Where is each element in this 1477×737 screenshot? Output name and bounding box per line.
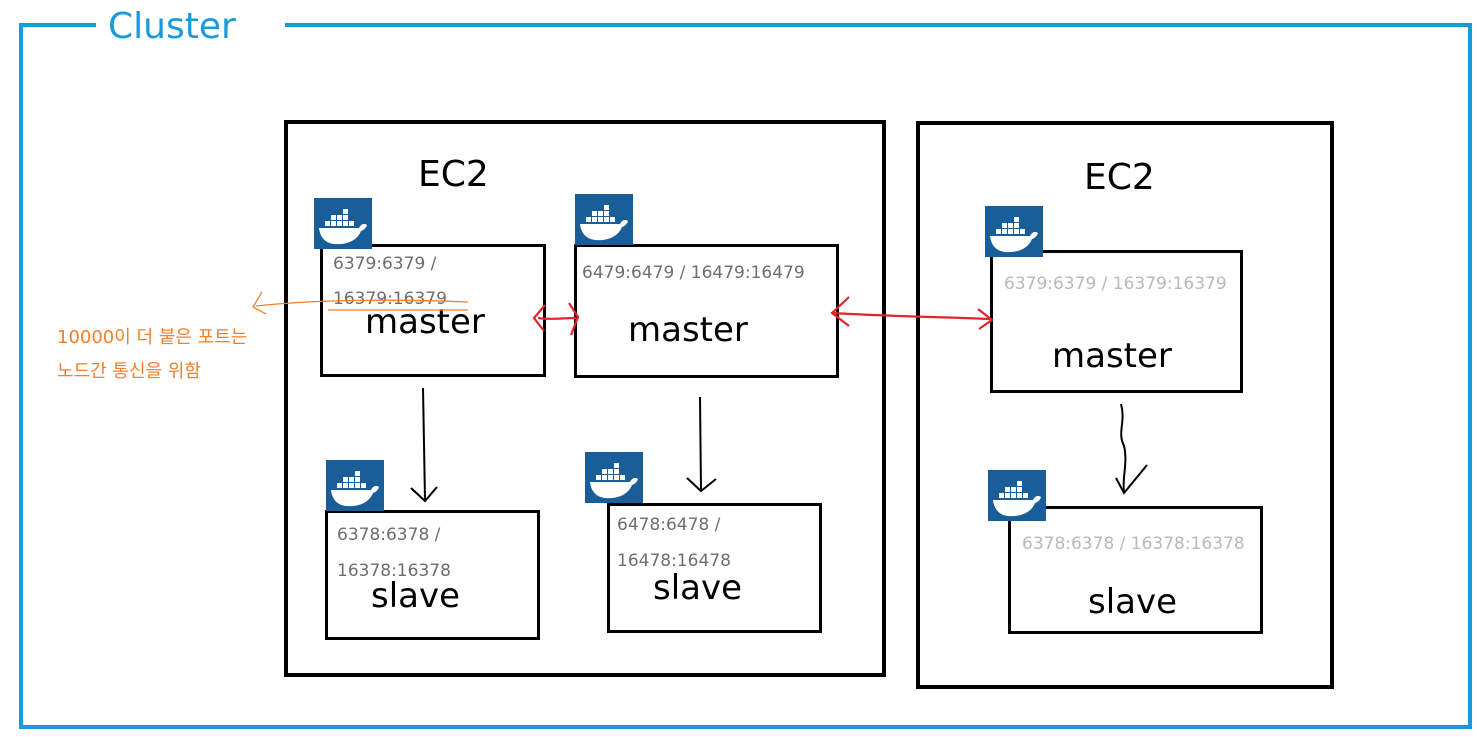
slave-a-role: slave bbox=[371, 576, 461, 616]
slave-b-role: slave bbox=[653, 568, 743, 608]
slave-node-b bbox=[607, 503, 822, 633]
cluster-link-a-b bbox=[537, 316, 577, 320]
slave-node-a bbox=[325, 510, 540, 640]
ec2-label-2: EC2 bbox=[1084, 157, 1155, 198]
slave-node-c bbox=[1008, 506, 1263, 634]
docker-whale-icon bbox=[585, 452, 643, 503]
annotation-pointer bbox=[252, 291, 469, 315]
cluster-frame bbox=[19, 23, 1472, 729]
docker-whale-icon bbox=[575, 194, 633, 245]
ec2-label-1: EC2 bbox=[418, 154, 489, 195]
replication-arrows bbox=[410, 387, 1148, 503]
master-a-role: master bbox=[365, 302, 485, 342]
replication-arrow-a bbox=[422, 387, 426, 501]
ec2-instance-1 bbox=[284, 120, 886, 677]
cluster-title: Cluster bbox=[96, 4, 285, 50]
master-b-ports-line1: 6479:6479 / 16479:16479 bbox=[582, 263, 805, 283]
annotation-line2: 노드간 통신을 위함 bbox=[57, 361, 201, 382]
replication-arrow-c bbox=[1120, 403, 1127, 493]
slave-b-ports-line2: 16478:16478 bbox=[617, 551, 731, 571]
master-a-ports-line1: 6379:6379 / bbox=[333, 254, 437, 274]
ec2-instance-2 bbox=[916, 121, 1334, 689]
annotation-line1: 10000이 더 붙은 포트는 bbox=[57, 327, 248, 348]
master-b-role: master bbox=[628, 310, 748, 350]
master-a-ports-line2: 16379:16379 bbox=[333, 289, 447, 309]
slave-a-ports-line1: 6378:6378 / bbox=[337, 525, 441, 545]
master-node-b bbox=[574, 244, 839, 378]
docker-whale-icon bbox=[326, 460, 384, 511]
slave-b-ports-line1: 6478:6478 / bbox=[617, 515, 721, 535]
slave-a-ports-line2: 16378:16378 bbox=[337, 561, 451, 581]
replication-arrow-b bbox=[699, 396, 702, 491]
master-c-role: master bbox=[1052, 336, 1172, 376]
cluster-link-b-c bbox=[832, 311, 991, 321]
docker-whale-icon bbox=[314, 198, 372, 249]
slave-c-role: slave bbox=[1088, 582, 1178, 622]
master-node-c bbox=[990, 250, 1243, 393]
cluster-links bbox=[532, 296, 994, 336]
slave-c-ports-line1: 6378:6378 / 16378:16378 bbox=[1022, 534, 1245, 554]
master-c-ports-line1: 6379:6379 / 16379:16379 bbox=[1004, 274, 1227, 294]
docker-whale-icon bbox=[985, 206, 1043, 257]
docker-whale-icon bbox=[988, 470, 1046, 521]
